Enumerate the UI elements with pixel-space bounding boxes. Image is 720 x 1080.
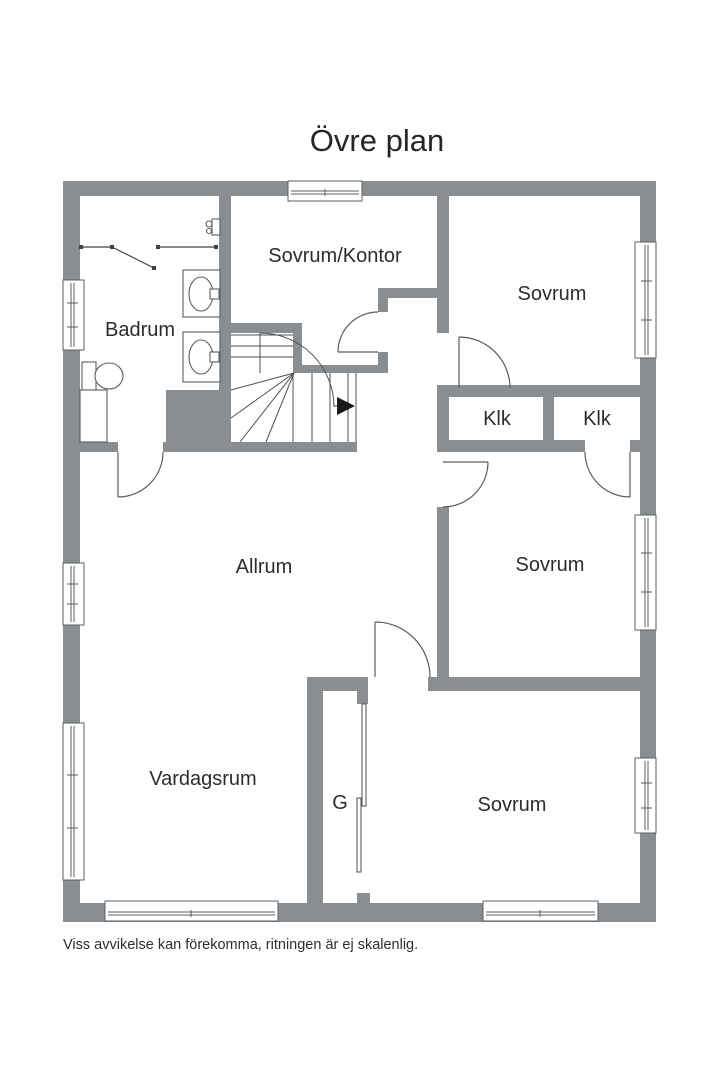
wall-chimney-block (166, 390, 223, 443)
window-top-sovrum-kontor (287, 180, 363, 202)
windows (62, 180, 657, 922)
wall-spine-lower (437, 507, 449, 677)
room-label-klk-right: Klk (583, 408, 612, 430)
door-sovrum-kontor (337, 311, 379, 353)
wall-spine-middle (437, 385, 449, 452)
wall-garderob-stub-top (357, 690, 368, 704)
wall-badrum-bottom (80, 442, 118, 452)
wall-garderob-left (307, 677, 323, 922)
bathroom-fixtures (79, 218, 221, 443)
window-vardagsrum-left (62, 722, 85, 881)
wall-klk-bottom-stub (630, 440, 640, 452)
window-allrum (62, 562, 85, 626)
wall-stairs-inner (293, 365, 388, 373)
window-sovrum-mid (634, 514, 657, 631)
sliding-door-garderob (356, 703, 367, 873)
shower-partition (79, 245, 218, 270)
wall-spine-upper (437, 196, 449, 333)
wall-garderob-stub-bottom (357, 893, 370, 905)
room-labels: Badrum Sovrum/Kontor Sovrum Klk Klk Allr… (105, 245, 612, 816)
wall-sovrum-mid-bottom (428, 677, 656, 691)
shower-mixer-icon (205, 218, 221, 236)
room-label-sovrum-top: Sovrum (518, 283, 587, 305)
door-klk-left (458, 336, 511, 389)
wall-stairs-bottom (163, 442, 357, 452)
door-sovrum-bottom (374, 621, 431, 678)
door-sovrum-mid (442, 461, 489, 508)
sink-icon (182, 331, 221, 383)
window-sovrum-top (634, 241, 657, 359)
room-label-sovrum-mid: Sovrum (516, 554, 585, 576)
wall-badrum-right (219, 196, 231, 443)
disclaimer-text: Viss avvikelse kan förekomma, ritningen … (63, 937, 418, 953)
stair-walk-line (259, 332, 335, 408)
door-klk-right (584, 451, 631, 498)
window-vardagsrum-bottom (104, 900, 279, 922)
wall-hall-top (378, 288, 449, 298)
bathroom-cabinet (79, 389, 108, 443)
wall-hall-stub-lower (378, 352, 388, 373)
staircase (230, 332, 357, 443)
toilet-icon (81, 361, 124, 391)
wall-stairs-corner (293, 323, 302, 373)
door-badrum (117, 451, 164, 498)
room-label-klk-left: Klk (483, 408, 512, 430)
wall-hall-stub-upper (378, 288, 388, 312)
page-title: Övre plan (310, 123, 444, 158)
window-sovrum-bottom (482, 900, 599, 922)
wall-klk-bottom (437, 440, 585, 452)
room-label-garderob: G (332, 792, 348, 814)
wall-klk-divider (543, 385, 554, 452)
room-label-allrum: Allrum (236, 556, 293, 578)
sink-icon (182, 269, 221, 318)
stair-fan (230, 372, 295, 443)
room-label-sovrum-kontor: Sovrum/Kontor (268, 245, 402, 267)
room-label-vardagsrum: Vardagsrum (149, 768, 256, 790)
room-label-sovrum-bottom: Sovrum (478, 794, 547, 816)
window-sovrum-bottom-right (634, 757, 657, 834)
window-badrum (62, 279, 85, 351)
stair-direction-arrow-icon (337, 397, 355, 415)
wall-stairs-top (227, 323, 302, 333)
doors (117, 311, 631, 873)
room-label-badrum: Badrum (105, 319, 175, 341)
